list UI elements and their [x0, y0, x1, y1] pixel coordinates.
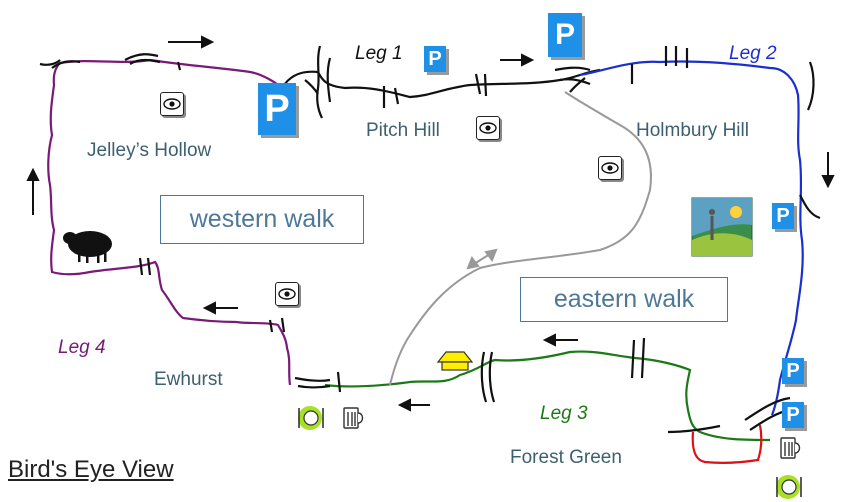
two-way-arrow-icon: [466, 248, 498, 270]
viewpoint-eye-icon: [275, 282, 299, 306]
place-label: Pitch Hill: [366, 120, 440, 141]
leg2-route: [579, 60, 804, 416]
map-title: Bird's Eye View: [8, 456, 174, 483]
leg4-route: [47, 58, 292, 386]
place-label: Jelley’s Hollow: [87, 140, 212, 161]
leg2-label: Leg 2: [729, 43, 777, 64]
leg1-label: Leg 1: [355, 43, 403, 64]
restaurant-icon: [298, 406, 324, 430]
sheep-icon: [63, 231, 112, 263]
walker-icon: [691, 197, 753, 257]
restaurant-icon: [776, 475, 802, 499]
place-label: Forest Green: [510, 447, 622, 468]
place-label: Holmbury Hill: [636, 120, 749, 141]
eastern-walk-box: eastern walk: [520, 277, 728, 322]
beer-mug-icon: [343, 407, 364, 429]
hut-icon: [436, 351, 474, 371]
viewpoint-eye-icon: [598, 156, 622, 180]
western-walk-box: western walk: [160, 195, 364, 244]
parking-icon: P: [772, 203, 794, 229]
direction-arrow-icon: [26, 35, 835, 412]
parking-icon: P: [424, 46, 446, 72]
beer-mug-icon: [780, 437, 801, 459]
link-path: [389, 91, 652, 386]
red-loop-route: [691, 424, 763, 464]
parking-icon: P: [548, 13, 582, 57]
parking-icon: P: [258, 83, 296, 135]
leg3-route: [324, 350, 771, 442]
parking-icon: P: [782, 358, 804, 384]
viewpoint-eye-icon: [160, 92, 184, 116]
place-label: Ewhurst: [154, 369, 223, 390]
leg4-label: Leg 4: [58, 337, 106, 358]
leg3-label: Leg 3: [540, 403, 588, 424]
parking-icon: P: [782, 402, 804, 428]
viewpoint-eye-icon: [476, 116, 500, 140]
